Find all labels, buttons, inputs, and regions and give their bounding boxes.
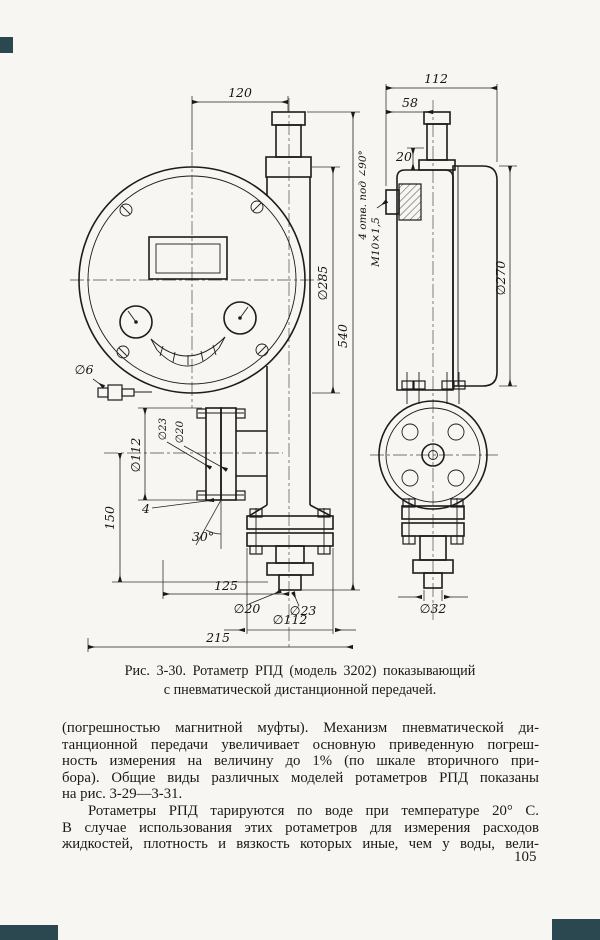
- dial-window: [148, 236, 228, 280]
- flange-bolts-side: [401, 372, 466, 404]
- neck-side: [418, 111, 456, 171]
- dim-dia23-bottom: ∅23: [290, 603, 317, 618]
- centerlines-side: [370, 100, 498, 622]
- hatched-section: [398, 183, 422, 221]
- para1-line-3: ность измерения на величину до 1% (по шк…: [62, 753, 539, 770]
- arc-scale: [150, 336, 226, 367]
- caption-line-2: с пневматической дистанционной передачей…: [163, 681, 437, 698]
- para2-line-3: жидкостей, плотность и вязкость которых …: [62, 836, 539, 853]
- body-front: [248, 177, 332, 517]
- front-view: [70, 98, 334, 650]
- dimensions-side: 112 58 20 ∅270 ∅32: [385, 71, 517, 616]
- para2-line-2: В случае использования этих ротаметров д…: [62, 819, 539, 836]
- figure-drawing: 120 ∅285 540 4 отв. под ∠90° М10×1,5 ∅6 …: [70, 71, 517, 652]
- para1-line-2: танционной передачи увеличивает основную…: [62, 736, 539, 753]
- dim-112-top: 112: [424, 71, 448, 86]
- para1-line-1: (погрешностью магнитной муфты). Механизм…: [62, 720, 539, 736]
- dim-holes-note: 4 отв. под ∠90°: [357, 150, 369, 241]
- page-number: 105: [514, 849, 537, 865]
- body-side: [385, 165, 498, 391]
- dim-dia285: ∅285: [315, 266, 330, 301]
- dim-215: 215: [205, 630, 230, 645]
- dim-540: 540: [335, 324, 350, 348]
- dim-58: 58: [402, 95, 418, 110]
- side-flange-front: [196, 407, 267, 501]
- dim-dia112-bottom: ∅112: [273, 612, 308, 627]
- para1-line-5: на рис. 3-29—3-31.: [62, 786, 183, 803]
- pneumatic-fitting: [97, 384, 152, 401]
- centerlines-front: [70, 98, 322, 650]
- dim-dia23-left: ∅23: [157, 417, 169, 440]
- gauge-left: [119, 305, 153, 339]
- neck-front: [265, 111, 312, 178]
- body-text: (погрешностью магнитной муфты). Механизм…: [62, 720, 539, 853]
- dim-150: 150: [102, 506, 117, 530]
- para2-line-1: Ротаметры РПД тарируются по воде при тем…: [88, 802, 539, 819]
- flange-circle-side: [378, 400, 488, 510]
- dim-dia6: ∅6: [75, 362, 94, 377]
- dim-thread: М10×1,5: [370, 217, 382, 268]
- scan-artifact-bottom-right: [552, 919, 600, 940]
- scan-artifact-bottom-left: [0, 925, 58, 940]
- gauge-right: [223, 301, 257, 335]
- dim-dia112-left: ∅112: [128, 438, 143, 473]
- scan-artifact-top-left: [0, 37, 13, 53]
- figure-caption: Рис. 3-30. Ротаметр РПД (модель 3202) по…: [0, 662, 600, 699]
- dim-dia32: ∅32: [420, 601, 447, 616]
- dial-face: [78, 166, 306, 394]
- side-view: [370, 100, 498, 622]
- dim-120: 120: [228, 85, 252, 100]
- dim-20: 20: [395, 149, 412, 164]
- caption-line-1: Рис. 3-30. Ротаметр РПД (модель 3202) по…: [124, 663, 476, 679]
- dim-4: 4: [141, 501, 150, 516]
- dim-dia20-left: ∅20: [174, 420, 186, 443]
- para1-line-4: бора). Общие виды различных моделей рота…: [62, 769, 539, 786]
- dim-125: 125: [214, 578, 238, 593]
- bottom-flange-front: [246, 508, 334, 591]
- bezel-screws: [116, 200, 269, 359]
- dimensions-front: 120 ∅285 540 4 отв. под ∠90° М10×1,5 ∅6 …: [75, 85, 389, 652]
- bottom-flange-side: [401, 498, 465, 589]
- dim-30deg: 30°: [192, 529, 214, 544]
- dim-dia270: ∅270: [493, 261, 508, 296]
